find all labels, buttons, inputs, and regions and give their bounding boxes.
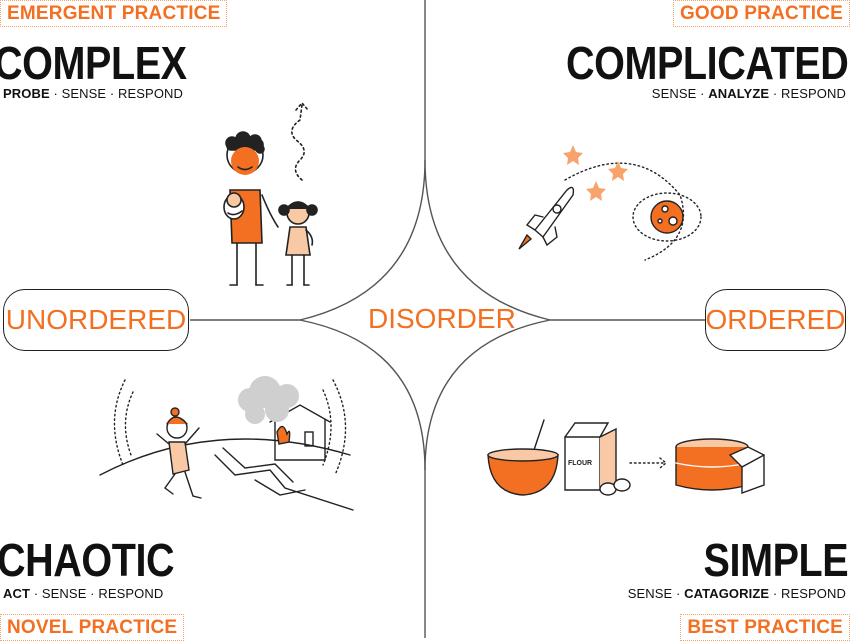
ordered-label: ORDERED [705, 289, 846, 351]
complicated-step-3: RESPOND [781, 86, 846, 101]
simple-title: SIMPLE [703, 534, 848, 586]
chaotic-step-2: SENSE [41, 586, 87, 601]
unordered-label: UNORDERED [3, 289, 189, 351]
chaotic-steps: ACT · SENSE · RESPOND [3, 586, 164, 601]
complicated-practice-label: GOOD PRACTICE [672, 0, 850, 27]
simple-step-2: CATAGORIZE [684, 586, 770, 601]
complicated-illustration [518, 145, 702, 261]
complicated-title: COMPLICATED [565, 37, 849, 89]
disorder-label: DISORDER [368, 303, 516, 334]
complicated-steps: SENSE · ANALYZE · RESPOND [651, 86, 846, 101]
complicated-step-1: SENSE [651, 86, 697, 101]
divider-bottom-left [299, 319, 426, 638]
complicated-step-2: ANALYZE [708, 86, 770, 101]
chaotic-step-1: ACT [3, 586, 31, 601]
complex-step-2: SENSE [61, 86, 107, 101]
simple-practice-label: BEST PRACTICE [680, 614, 850, 641]
simple-step-3: RESPOND [781, 586, 846, 601]
complex-practice-label: EMERGENT PRACTICE [0, 0, 228, 27]
chaotic-practice-label: NOVEL PRACTICE [0, 614, 185, 641]
divider-top [299, 0, 426, 321]
complex-illustration [223, 101, 318, 286]
chaotic-title: CHAOTIC [0, 534, 175, 586]
flour-bag-text: FLOUR [568, 460, 592, 467]
complex-steps: PROBE · SENSE · RESPOND [3, 86, 184, 101]
complex-step-1: PROBE [3, 86, 50, 101]
simple-step-1: SENSE [627, 586, 673, 601]
divider-top-right [424, 159, 551, 321]
simple-illustration: FLOUR [487, 419, 765, 496]
divider-bottom-right [424, 319, 551, 471]
simple-steps: SENSE · CATAGORIZE · RESPOND [627, 586, 846, 601]
complex-title: COMPLEX [0, 37, 187, 89]
chaotic-step-3: RESPOND [98, 586, 164, 601]
complex-step-3: RESPOND [118, 86, 184, 101]
chaotic-illustration [99, 376, 354, 511]
